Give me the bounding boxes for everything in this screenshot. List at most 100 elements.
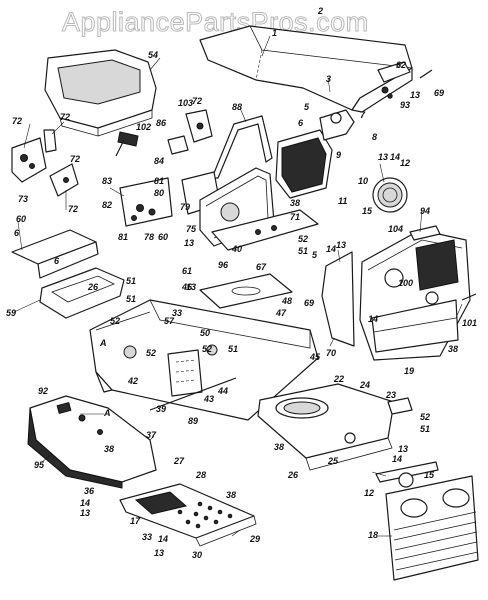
- callout-13c: 13: [184, 238, 194, 248]
- dash-trim: [211, 115, 273, 179]
- callout-13f: 13: [398, 444, 408, 454]
- control-102: [115, 131, 139, 157]
- callout-29: 29: [249, 534, 260, 544]
- callout-13h: 13: [154, 548, 164, 558]
- callout-24: 24: [359, 380, 370, 390]
- callout-72e: 72: [68, 204, 78, 214]
- callout-38d: 38: [274, 442, 284, 452]
- callout-36: 36: [84, 486, 95, 496]
- callout-A1: A: [99, 338, 107, 348]
- fender: [27, 395, 157, 489]
- callout-51a: 51: [126, 276, 136, 286]
- callout-86: 86: [156, 118, 167, 128]
- callout-40: 40: [231, 244, 242, 254]
- callout-13e: 13: [186, 282, 196, 292]
- callout-93: 93: [400, 100, 410, 110]
- callout-38a: 38: [290, 198, 300, 208]
- bracket-62: [377, 61, 411, 99]
- callout-45: 45: [309, 352, 321, 362]
- callout-51c: 51: [298, 246, 308, 256]
- callout-75: 75: [186, 224, 197, 234]
- callout-6a: 6: [298, 118, 304, 128]
- callout-14e: 14: [80, 498, 90, 508]
- callout-89: 89: [188, 416, 198, 426]
- callout-13g: 13: [80, 508, 90, 518]
- callout-14f: 14: [158, 534, 168, 544]
- callout-62: 62: [396, 60, 406, 70]
- callout-73: 73: [18, 194, 28, 204]
- callout-14a: 14: [390, 152, 400, 162]
- callout-38b: 38: [448, 344, 458, 354]
- callout-48: 48: [281, 296, 292, 306]
- callout-82: 82: [102, 200, 112, 210]
- callout-61: 61: [182, 266, 192, 276]
- callout-52e: 52: [420, 412, 430, 422]
- callout-19: 19: [404, 366, 414, 376]
- callout-60b: 60: [158, 232, 168, 242]
- callout-50: 50: [200, 328, 210, 338]
- callout-83: 83: [102, 176, 112, 186]
- callout-59: 59: [6, 308, 16, 318]
- callout-44: 44: [217, 386, 228, 396]
- callout-102: 102: [136, 122, 151, 132]
- callout-80: 80: [154, 188, 164, 198]
- callout-13a: 13: [410, 90, 420, 100]
- leader-lines: [13, 35, 463, 537]
- callout-33a: 33: [172, 308, 182, 318]
- callout-22: 22: [333, 374, 344, 384]
- callout-72c: 72: [60, 112, 70, 122]
- callout-7: 7: [360, 110, 366, 120]
- callout-79: 79: [180, 202, 190, 212]
- callout-9: 9: [336, 150, 341, 160]
- callout-92: 92: [38, 386, 48, 396]
- callout-46: 46: [181, 282, 193, 292]
- callout-70: 70: [326, 348, 336, 358]
- headlight-15: [372, 177, 408, 213]
- callout-6b: 6: [14, 228, 20, 238]
- callout-18: 18: [368, 530, 378, 540]
- callout-1: 1: [272, 28, 277, 38]
- callout-10: 10: [358, 176, 368, 186]
- callout-104: 104: [388, 224, 403, 234]
- callout-84: 84: [154, 156, 164, 166]
- callout-81b: 81: [118, 232, 128, 242]
- callout-69: 69: [434, 88, 444, 98]
- callout-72d: 72: [70, 154, 80, 164]
- callout-51e: 51: [420, 424, 430, 434]
- console-support: [199, 167, 319, 251]
- callout-30: 30: [192, 550, 202, 560]
- callout-11: 11: [338, 196, 347, 206]
- control-103: [185, 109, 213, 143]
- callout-52b: 52: [110, 316, 120, 326]
- callout-43: 43: [203, 394, 214, 404]
- callout-52d: 52: [146, 348, 156, 358]
- callout-37: 37: [146, 430, 157, 440]
- callout-52a: 52: [298, 234, 308, 244]
- callout-15b: 15: [424, 470, 435, 480]
- callout-8: 8: [372, 132, 377, 142]
- callout-100: 100: [398, 278, 413, 288]
- control-86: [167, 135, 189, 155]
- callout-27: 27: [173, 456, 185, 466]
- callout-42: 42: [127, 376, 138, 386]
- callout-94: 94: [420, 206, 430, 216]
- rear-frame: [257, 383, 413, 471]
- light-bracket-12: [375, 461, 439, 488]
- callout-51b: 51: [126, 294, 136, 304]
- front-grille-18: [385, 475, 479, 581]
- fuel-tank: [275, 109, 355, 199]
- callout-14b: 14: [326, 244, 336, 254]
- callout-81a: 81: [154, 176, 164, 186]
- callout-26a: 26: [87, 282, 99, 292]
- callout-3: 3: [326, 74, 331, 84]
- callout-15a: 15: [362, 206, 373, 216]
- callout-5b: 5: [312, 250, 318, 260]
- callout-14d: 14: [392, 454, 402, 464]
- bracket-72-left: [11, 129, 57, 183]
- callout-51d: 51: [228, 344, 238, 354]
- rear-panel-60: [11, 229, 99, 279]
- callout-26b: 26: [287, 470, 299, 480]
- callout-47: 47: [275, 308, 287, 318]
- callout-78: 78: [144, 232, 154, 242]
